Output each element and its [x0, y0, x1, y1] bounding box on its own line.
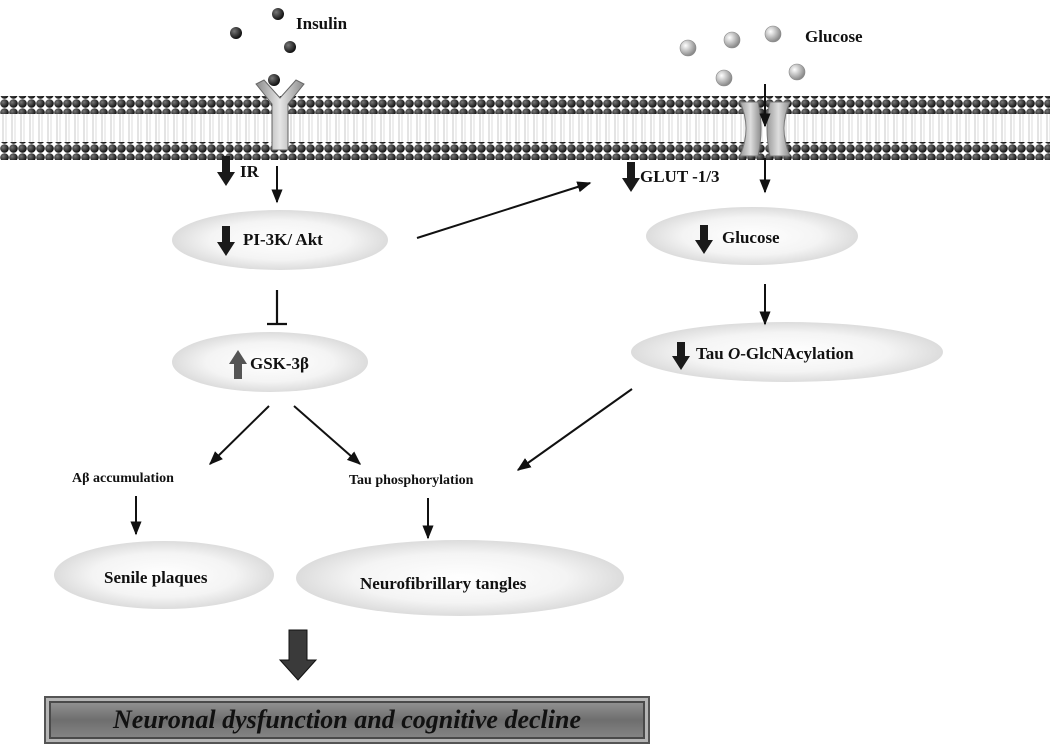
- cell-membrane: [0, 96, 1050, 160]
- node-ellipses: [54, 207, 943, 616]
- pi3k-label: PI-3K/ Akt: [243, 230, 323, 249]
- outcome-label: Neuronal dysfunction and cognitive decli…: [113, 705, 581, 734]
- inhibition-bar: [267, 290, 287, 326]
- insulin-label: Insulin: [296, 14, 348, 33]
- glucose-molecules: [679, 25, 806, 87]
- insulin-receptor-icon: [255, 79, 305, 151]
- tau-glcnac-label: Tau O-GlcNAcylation: [696, 344, 854, 363]
- down-arrow-icon: [217, 156, 713, 370]
- abeta-label: Aβ accumulation: [72, 471, 174, 486]
- senile-plaques-label: Senile plaques: [104, 568, 208, 587]
- glut-transporter-icon: [739, 101, 791, 157]
- glut-label: GLUT -1/3: [640, 167, 720, 186]
- tau-phos-label: Tau phosphorylation: [349, 473, 474, 488]
- pathway-arrows: [130, 84, 771, 540]
- nft-label: Neurofibrillary tangles: [360, 574, 527, 593]
- ir-label: IR: [240, 162, 259, 181]
- glucose-int-label: Glucose: [722, 228, 780, 247]
- insulin-molecules: [230, 8, 296, 86]
- gsk-label: GSK-3β: [250, 354, 310, 373]
- outcome-box: Neuronal dysfunction and cognitive decli…: [44, 696, 650, 744]
- glucose-ext-label: Glucose: [805, 27, 863, 46]
- outcome-arrow-icon: [278, 629, 318, 681]
- up-arrow-icon: [229, 350, 247, 379]
